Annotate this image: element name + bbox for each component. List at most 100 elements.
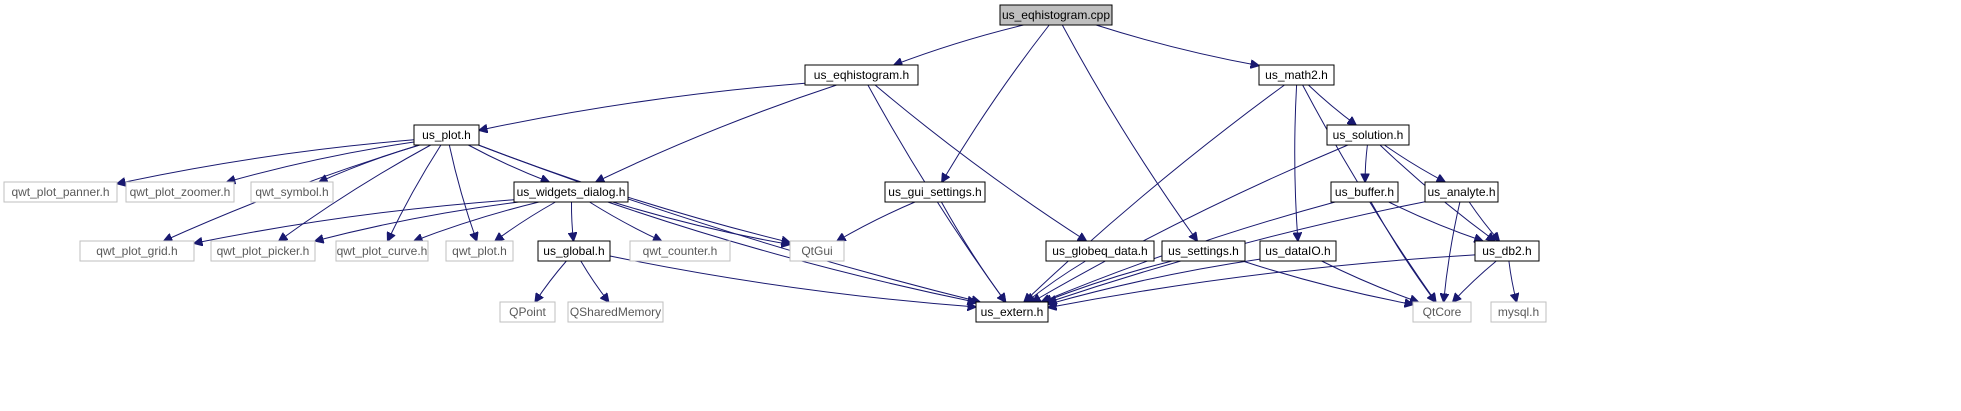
node-label-global: us_global.h xyxy=(543,244,604,258)
node-widgets[interactable]: us_widgets_dialog.h xyxy=(513,181,629,203)
node-plot[interactable]: us_plot.h xyxy=(413,124,480,146)
node-analyte[interactable]: us_analyte.h xyxy=(1424,181,1499,203)
edge-eqh-to-widgets xyxy=(596,84,837,182)
node-label-gui: us_gui_settings.h xyxy=(888,185,981,199)
edge-global-to-extern xyxy=(609,255,976,307)
edge-plot-to-qsymbol xyxy=(319,144,420,182)
edge-dataio-to-extern xyxy=(1048,258,1261,304)
node-db2[interactable]: us_db2.h xyxy=(1474,240,1540,262)
node-label-qpicker: qwt_plot_picker.h xyxy=(217,244,310,258)
edge-root-to-math2 xyxy=(1095,24,1259,66)
edge-db2-to-extern xyxy=(1048,254,1476,308)
edge-math2-to-extern xyxy=(1024,84,1285,302)
edge-settings-to-qtcore xyxy=(1242,260,1413,305)
edge-analyte-to-db2 xyxy=(1468,201,1499,241)
node-globeq[interactable]: us_globeq_data.h xyxy=(1045,240,1155,262)
node-extern[interactable]: us_extern.h xyxy=(975,301,1049,323)
edge-root-to-settings xyxy=(1061,24,1197,241)
node-box-qtcore xyxy=(1412,301,1472,323)
node-solution[interactable]: us_solution.h xyxy=(1326,124,1410,146)
edge-global-to-qpoint xyxy=(535,260,567,302)
node-label-qplot: qwt_plot.h xyxy=(452,244,507,258)
node-qcounter: qwt_counter.h xyxy=(629,240,731,262)
node-qpanner: qwt_plot_panner.h xyxy=(3,181,118,203)
edge-solution-to-buffer xyxy=(1365,144,1367,182)
edge-eqh-to-plot xyxy=(479,82,806,130)
edge-db2-to-mysql xyxy=(1508,260,1517,302)
node-global[interactable]: us_global.h xyxy=(537,240,611,262)
node-gui[interactable]: us_gui_settings.h xyxy=(884,181,986,203)
node-label-qcurve: qwt_plot_curve.h xyxy=(337,244,428,258)
node-label-qgrid: qwt_plot_grid.h xyxy=(96,244,177,258)
edge-widgets-to-qtgui xyxy=(612,201,790,245)
node-box-qsymbol xyxy=(250,181,334,203)
node-eqh[interactable]: us_eqhistogram.h xyxy=(804,64,919,86)
node-qgrid: qwt_plot_grid.h xyxy=(79,240,195,262)
edge-plot-to-widgets xyxy=(468,144,549,182)
node-buffer[interactable]: us_buffer.h xyxy=(1330,181,1399,203)
nodes-layer: us_eqhistogram.cpp us_eqhistogram.h us_mat… xyxy=(3,4,1547,323)
node-label-db2: us_db2.h xyxy=(1482,244,1531,258)
edge-settings-to-extern xyxy=(1043,260,1173,302)
node-label-qpoint: QPoint xyxy=(509,305,546,319)
node-box-math2 xyxy=(1258,64,1335,86)
node-box-qshm xyxy=(567,301,664,323)
edge-globeq-to-extern xyxy=(1026,260,1086,302)
node-box-qpoint xyxy=(499,301,556,323)
node-box-eqh xyxy=(804,64,919,86)
node-qsymbol: qwt_symbol.h xyxy=(250,181,334,203)
node-settings[interactable]: us_settings.h xyxy=(1161,240,1246,262)
edge-root-to-gui xyxy=(942,24,1050,182)
edge-math2-to-dataio xyxy=(1295,84,1298,241)
node-box-global xyxy=(537,240,611,262)
node-label-qsymbol: qwt_symbol.h xyxy=(255,185,328,199)
node-qcurve: qwt_plot_curve.h xyxy=(335,240,429,262)
edge-analyte-to-qtcore xyxy=(1444,201,1461,302)
node-dataio[interactable]: us_dataIO.h xyxy=(1259,240,1337,262)
edge-plot-to-extern xyxy=(478,144,980,302)
edge-solution-to-analyte xyxy=(1384,144,1445,182)
node-label-qcounter: qwt_counter.h xyxy=(643,244,718,258)
edge-solution-to-extern xyxy=(1032,144,1349,302)
edge-plot-to-qzoomer xyxy=(227,141,415,182)
node-box-globeq xyxy=(1045,240,1155,262)
edge-gui-to-extern xyxy=(940,201,1005,302)
node-box-qplot xyxy=(445,240,514,262)
edge-plot-to-qpanner xyxy=(117,139,415,184)
node-label-globeq: us_globeq_data.h xyxy=(1052,244,1147,258)
edge-widgets-to-qcounter xyxy=(589,201,662,241)
node-box-analyte xyxy=(1424,181,1499,203)
node-label-buffer: us_buffer.h xyxy=(1335,185,1394,199)
node-label-eqh: us_eqhistogram.h xyxy=(814,68,909,82)
edge-root-to-eqh xyxy=(894,24,1024,65)
node-box-qgrid xyxy=(79,240,195,262)
node-label-qshm: QSharedMemory xyxy=(570,305,661,319)
node-label-qpanner: qwt_plot_panner.h xyxy=(11,185,109,199)
node-box-buffer xyxy=(1330,181,1399,203)
node-qtgui: QtGui xyxy=(789,240,845,262)
edge-global-to-qshm xyxy=(580,260,609,302)
node-box-gui xyxy=(884,181,986,203)
node-box-extern xyxy=(975,301,1049,323)
edge-gui-to-qtgui xyxy=(837,201,916,241)
edge-widgets-to-qcurve xyxy=(414,201,540,241)
node-label-qtcore: QtCore xyxy=(1423,305,1462,319)
edge-eqh-to-globeq xyxy=(874,84,1086,241)
node-box-widgets xyxy=(513,181,629,203)
node-math2[interactable]: us_math2.h xyxy=(1258,64,1335,86)
node-root[interactable]: us_eqhistogram.cpp xyxy=(999,4,1113,26)
node-label-qzoomer: qwt_plot_zoomer.h xyxy=(130,185,231,199)
node-box-qzoomer xyxy=(125,181,235,203)
node-box-qcounter xyxy=(629,240,731,262)
edge-widgets-to-global xyxy=(571,201,573,241)
node-qpicker: qwt_plot_picker.h xyxy=(210,240,316,262)
node-label-math2: us_math2.h xyxy=(1265,68,1328,82)
node-box-dataio xyxy=(1259,240,1337,262)
edge-plot-to-qplot xyxy=(448,144,476,241)
node-qplot: qwt_plot.h xyxy=(445,240,514,262)
edge-math2-to-solution xyxy=(1308,84,1356,125)
node-label-solution: us_solution.h xyxy=(1333,128,1404,142)
node-qshm: QSharedMemory xyxy=(567,301,664,323)
node-qzoomer: qwt_plot_zoomer.h xyxy=(125,181,235,203)
